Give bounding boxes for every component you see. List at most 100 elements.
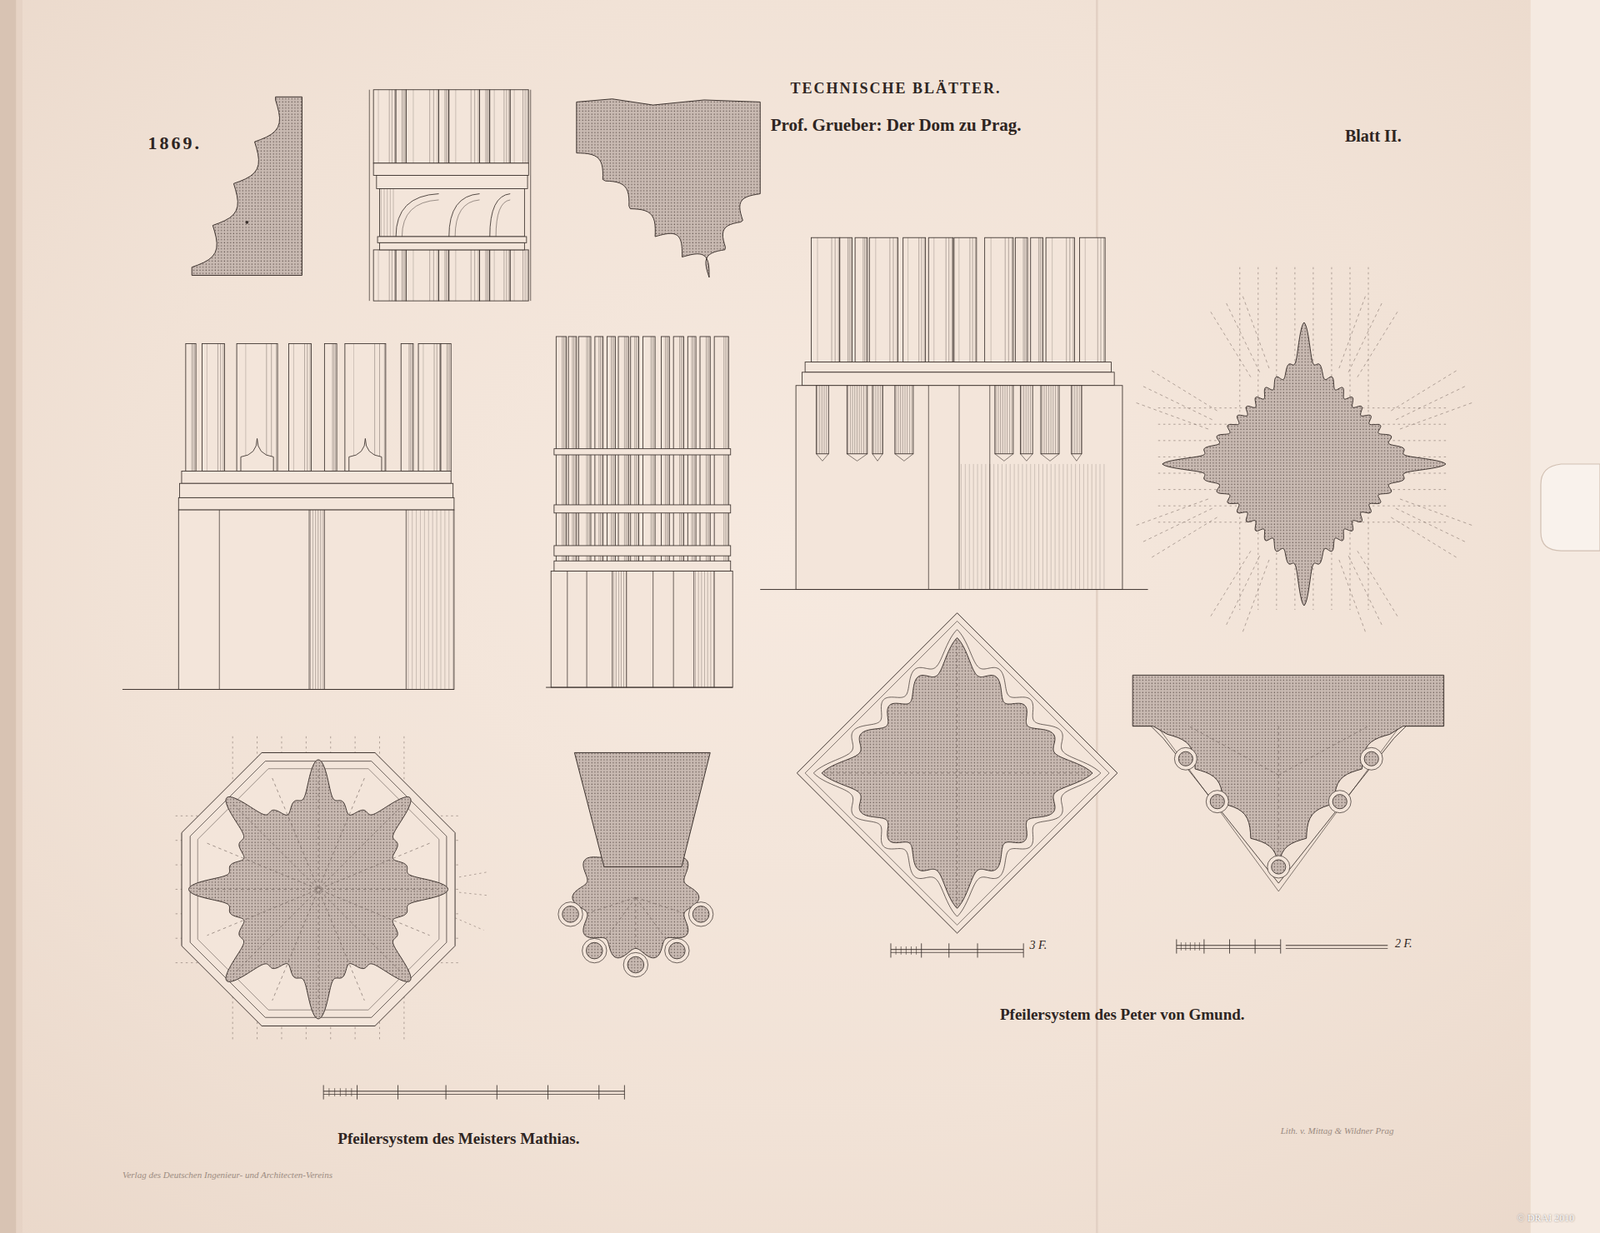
plinth-facet xyxy=(693,571,695,689)
plan-section xyxy=(1162,322,1446,606)
plinth-recess xyxy=(1020,385,1033,455)
hatch-line xyxy=(985,464,986,590)
shaft-shading xyxy=(1040,237,1042,362)
hatch-line xyxy=(1103,464,1105,590)
shaft-shading xyxy=(410,344,411,472)
plinth-facet xyxy=(959,385,960,590)
sheet-subtitle: Prof. Grueber: Der Dom zu Prag. xyxy=(770,115,1022,135)
scale-tick xyxy=(345,1088,347,1097)
shaft-shading xyxy=(1072,237,1074,362)
recess-base xyxy=(816,454,830,462)
shaft-shading xyxy=(525,250,526,301)
shaft-shading xyxy=(849,237,850,362)
hatch-line xyxy=(415,510,417,690)
plinth-recess xyxy=(816,385,830,455)
hatch-line xyxy=(1010,464,1011,590)
shaft-shading xyxy=(907,237,909,362)
hatch-line xyxy=(909,385,910,455)
pier-plinth xyxy=(795,385,1123,590)
hatch-line xyxy=(1079,464,1080,590)
shaft-shading xyxy=(505,250,507,301)
roll-shaft xyxy=(1364,751,1379,766)
pier-plinth xyxy=(550,571,733,689)
hatch-line xyxy=(1020,385,1022,455)
plan-section xyxy=(821,637,1093,909)
hatch-line xyxy=(1009,385,1010,455)
hatch-line xyxy=(900,385,901,455)
scale-tick xyxy=(1194,942,1195,951)
roll-shaft xyxy=(1178,751,1193,766)
hatch-line xyxy=(407,510,409,690)
shaft-shading xyxy=(275,344,277,472)
hatch-line xyxy=(1030,464,1031,590)
scale-line xyxy=(1176,948,1281,950)
shaft-shading xyxy=(446,344,448,472)
roll-shaft xyxy=(582,938,607,963)
hatch-line xyxy=(1080,385,1082,455)
pier-plinth xyxy=(178,510,455,690)
plinth-facet xyxy=(625,571,627,689)
ray-line xyxy=(1226,303,1260,373)
plinth-facet xyxy=(611,571,613,689)
scale-tick xyxy=(905,946,907,955)
shaft-shading xyxy=(525,90,526,164)
hatch-line xyxy=(1072,385,1074,455)
plinth-recess xyxy=(846,385,867,455)
recess-base xyxy=(1071,454,1082,462)
column-shaft xyxy=(869,237,898,362)
shaft-shading xyxy=(304,344,305,472)
centre-line xyxy=(207,843,430,936)
frame-line xyxy=(369,90,370,301)
column-shaft xyxy=(903,237,926,362)
roll-shaft xyxy=(688,902,713,927)
hatch-line xyxy=(436,510,438,690)
hatch-line xyxy=(873,385,875,455)
hatch-line xyxy=(315,510,316,690)
hatch-line xyxy=(1018,464,1020,590)
hatch-line xyxy=(1044,385,1045,455)
roll-shaft xyxy=(1205,790,1229,814)
ray-line xyxy=(1357,311,1398,377)
shaft-shading xyxy=(862,237,864,362)
hatch-line xyxy=(854,385,855,455)
scale-line xyxy=(890,952,1024,954)
shaft-shading xyxy=(835,237,836,362)
capital-abacus xyxy=(373,163,529,176)
plinth-recess xyxy=(995,385,1014,455)
shaft-shading xyxy=(449,344,450,472)
ray-line xyxy=(1348,303,1382,373)
shaft-shading xyxy=(474,250,475,301)
shaft-shading xyxy=(378,250,380,301)
hatch-line xyxy=(448,510,450,690)
centre-line xyxy=(1278,726,1369,776)
ray-line xyxy=(1339,296,1365,369)
roll-shaft xyxy=(669,942,686,960)
roll-shaft xyxy=(665,938,690,963)
column-shaft xyxy=(373,250,396,301)
shaft-shading xyxy=(889,237,890,362)
roll-shaft xyxy=(1174,747,1197,770)
plan-section xyxy=(189,760,449,1020)
hatch-line xyxy=(905,385,906,455)
scale-bar xyxy=(1176,939,1388,954)
ray-line xyxy=(1348,555,1382,625)
recess-base xyxy=(895,454,914,462)
shaft-shading xyxy=(969,237,970,362)
shaft-shading xyxy=(865,237,867,362)
scale-tick xyxy=(977,943,979,958)
hatch-line xyxy=(1070,464,1072,590)
column-shaft xyxy=(1080,237,1106,362)
shaft-shading xyxy=(434,344,435,472)
plinth-facet xyxy=(652,571,654,689)
hatch-line xyxy=(320,510,321,690)
hatch-line xyxy=(1041,385,1043,455)
column-shaft xyxy=(395,250,406,301)
shaft-shading xyxy=(422,344,424,472)
centre-line xyxy=(635,897,685,914)
hatch-line xyxy=(906,385,908,455)
shaft-shading xyxy=(265,344,267,472)
shaft-shading xyxy=(1008,237,1010,362)
hatch-line xyxy=(850,385,851,455)
figure-caption: Pfeilersystem des Peter von Gmund. xyxy=(1000,1005,1245,1025)
scale-tick xyxy=(890,943,891,958)
